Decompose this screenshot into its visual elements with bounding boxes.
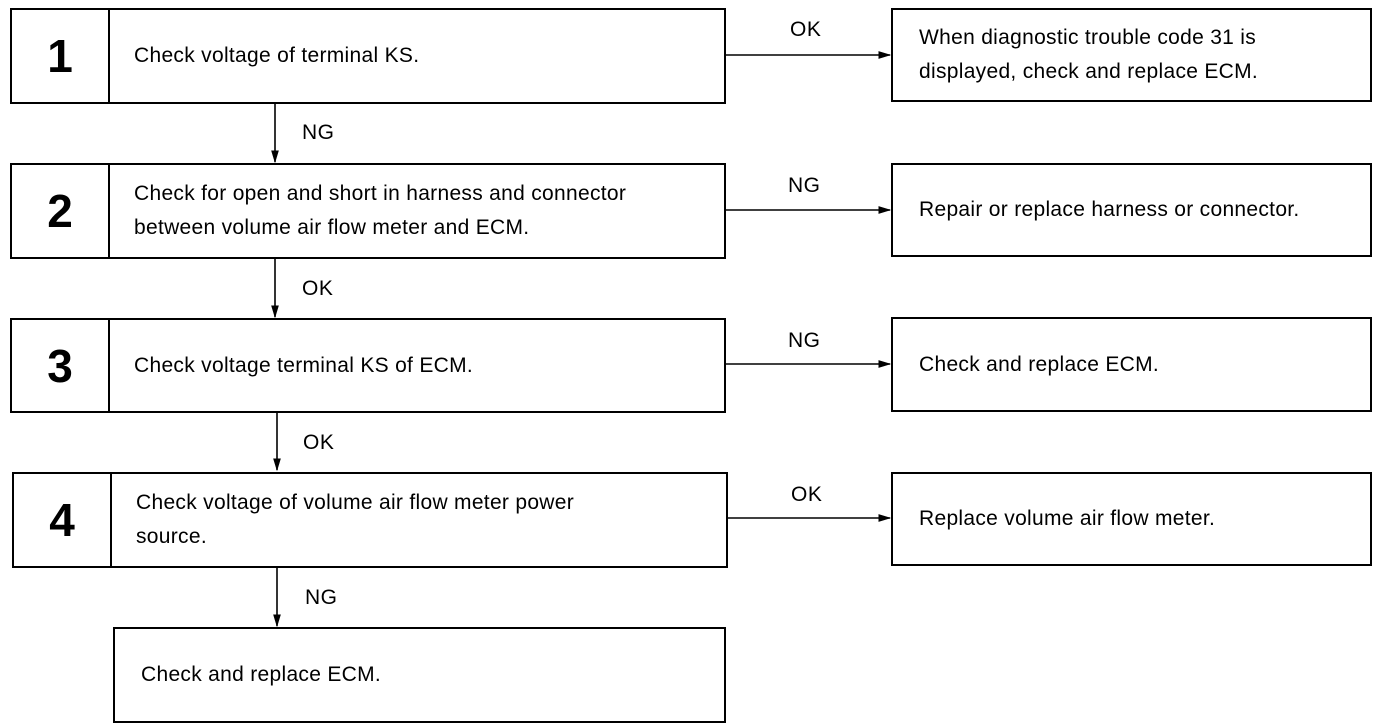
step-1-result-text: When diagnostic trouble code 31 is displ… — [919, 26, 1259, 83]
step-1-number: 1 — [12, 10, 110, 102]
step-2-text: Check for open and short in harness and … — [134, 182, 627, 239]
final-text: Check and replace ECM. — [141, 663, 382, 686]
step-2-branch-label: NG — [788, 174, 821, 197]
step-1-branch-label: OK — [790, 18, 822, 41]
step-4-number: 4 — [14, 474, 112, 566]
step-3-box: 3 Check voltage terminal KS of ECM. — [10, 318, 726, 413]
step-4-result-text: Replace volume air flow meter. — [919, 507, 1216, 530]
step-3-result-text: Check and replace ECM. — [919, 352, 1160, 376]
step-4-box: 4 Check voltage of volume air flow meter… — [12, 472, 728, 568]
step-3-result-box: Check and replace ECM. — [891, 317, 1372, 412]
step-1-box: 1 Check voltage of terminal KS. — [10, 8, 726, 104]
step-2-next-label: OK — [302, 277, 334, 300]
step-4-next-label: NG — [305, 586, 338, 609]
step-1-next-label: NG — [302, 121, 335, 144]
step-4-branch-label: OK — [791, 483, 823, 506]
step-2-result-box: Repair or replace harness or connector. — [891, 163, 1372, 257]
step-4-result-box: Replace volume air flow meter. — [891, 472, 1372, 566]
step-3-branch-label: NG — [788, 329, 821, 352]
step-2-box: 2 Check for open and short in harness an… — [10, 163, 726, 259]
step-3-next-label: OK — [303, 431, 335, 454]
step-1-text: Check voltage of terminal KS. — [134, 44, 420, 67]
step-1-result-box: When diagnostic trouble code 31 is displ… — [891, 8, 1372, 102]
step-4-text: Check voltage of volume air flow meter p… — [136, 491, 575, 548]
step-3-number: 3 — [12, 320, 110, 411]
final-box: Check and replace ECM. — [113, 627, 726, 723]
step-3-text: Check voltage terminal KS of ECM. — [134, 353, 474, 377]
step-2-number: 2 — [12, 165, 110, 257]
step-2-result-text: Repair or replace harness or connector. — [919, 198, 1300, 221]
